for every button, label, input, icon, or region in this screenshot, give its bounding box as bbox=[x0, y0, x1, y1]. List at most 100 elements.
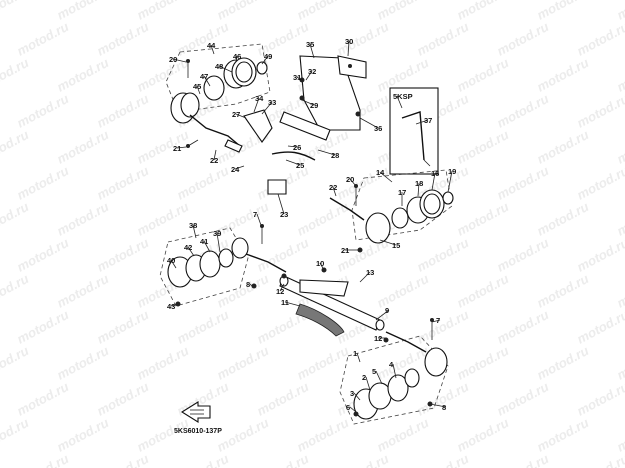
5ksp-variant-inset bbox=[389, 87, 439, 175]
forward-arrow-icon bbox=[180, 401, 211, 423]
callout-label: 20 bbox=[346, 175, 354, 184]
callout-label: 5KSP bbox=[393, 92, 413, 101]
front-left-flasher-assembly bbox=[165, 43, 271, 153]
watermark-text: motod.ru bbox=[534, 199, 591, 239]
watermark-text: motod.ru bbox=[614, 415, 625, 455]
leader-line bbox=[417, 182, 420, 197]
watermark-text: motod.ru bbox=[214, 343, 271, 383]
leader-line bbox=[309, 43, 315, 59]
watermark-text: motod.ru bbox=[294, 415, 351, 455]
watermark-text: motod.ru bbox=[534, 55, 591, 95]
watermark-text: motod.ru bbox=[454, 127, 511, 167]
leader-line bbox=[375, 309, 390, 321]
leader-line bbox=[284, 301, 301, 307]
leader-line bbox=[176, 146, 187, 149]
callout-label: 2 bbox=[362, 373, 366, 382]
callout-label: 48 bbox=[215, 62, 223, 71]
leader-line bbox=[431, 172, 436, 191]
callout-label: 16 bbox=[431, 169, 439, 178]
watermark-text: motod.ru bbox=[614, 55, 625, 95]
rear-right-flasher-assembly bbox=[339, 331, 449, 425]
leader-line bbox=[287, 145, 298, 148]
watermark-text: motod.ru bbox=[14, 235, 71, 275]
watermark-text: motod.ru bbox=[574, 235, 625, 275]
watermark-text: motod.ru bbox=[574, 451, 625, 468]
leader-line bbox=[359, 271, 371, 283]
watermark-text: motod.ru bbox=[534, 271, 591, 311]
leader-line bbox=[218, 65, 233, 73]
watermark-text: motod.ru bbox=[0, 55, 31, 95]
callout-label: 22 bbox=[329, 183, 337, 192]
watermark-text: motod.ru bbox=[614, 127, 625, 167]
callout-label: 11 bbox=[281, 298, 289, 307]
watermark-text: motod.ru bbox=[414, 451, 471, 468]
callout-label: 27 bbox=[232, 110, 240, 119]
watermark-text: motod.ru bbox=[614, 0, 625, 23]
front-stay-bar bbox=[279, 275, 385, 337]
leader-line bbox=[349, 406, 357, 413]
watermark-text: motod.ru bbox=[414, 19, 471, 59]
watermark-text: motod.ru bbox=[14, 307, 71, 347]
leader-line bbox=[379, 171, 393, 183]
callout-label: 26 bbox=[293, 143, 301, 152]
callout-label: 20 bbox=[169, 55, 177, 64]
leader-line bbox=[172, 58, 187, 63]
watermark-text: motod.ru bbox=[534, 343, 591, 383]
callout-label: 25 bbox=[296, 161, 304, 170]
watermark-text: motod.ru bbox=[614, 199, 625, 239]
leader-line bbox=[203, 75, 211, 87]
callout-label: 8 bbox=[442, 403, 446, 412]
leader-line bbox=[210, 44, 215, 55]
leader-line bbox=[319, 262, 325, 271]
watermark-text: motod.ru bbox=[214, 415, 271, 455]
watermark-text: motod.ru bbox=[0, 343, 31, 383]
leader-line bbox=[249, 283, 253, 287]
callout-label: 44 bbox=[207, 41, 216, 50]
leader-line bbox=[279, 283, 285, 292]
watermark-text: motod.ru bbox=[0, 271, 31, 311]
callout-label: 23 bbox=[280, 210, 288, 219]
watermark-text: motod.ru bbox=[134, 199, 191, 239]
watermark-text: motod.ru bbox=[54, 199, 111, 239]
watermark-text: motod.ru bbox=[494, 451, 551, 468]
leader-line bbox=[392, 363, 397, 379]
callout-label: 1 bbox=[353, 349, 357, 358]
callout-label: 17 bbox=[398, 188, 406, 197]
callout-label: 39 bbox=[213, 229, 221, 238]
leader-line bbox=[285, 159, 301, 166]
watermark-text: motod.ru bbox=[334, 19, 391, 59]
leader-line bbox=[447, 170, 453, 193]
callout-label: 6 bbox=[346, 403, 350, 412]
callout-label: 37 bbox=[424, 116, 432, 125]
watermark-text: motod.ru bbox=[574, 91, 625, 131]
watermark-text: motod.ru bbox=[14, 163, 71, 203]
leader-line bbox=[216, 232, 221, 253]
leader-line bbox=[379, 239, 397, 246]
watermark-text: motod.ru bbox=[0, 0, 31, 23]
leader-line bbox=[332, 186, 337, 197]
leader-lines bbox=[170, 40, 453, 413]
watermark-text: motod.ru bbox=[94, 91, 151, 131]
watermark-text: motod.ru bbox=[494, 235, 551, 275]
leader-line bbox=[431, 319, 441, 323]
watermark-text: motod.ru bbox=[214, 271, 271, 311]
callout-label: 40 bbox=[167, 256, 175, 265]
leader-line bbox=[192, 224, 197, 239]
watermark-text: motod.ru bbox=[334, 451, 391, 468]
watermark-text: motod.ru bbox=[254, 19, 311, 59]
callout-label: 3 bbox=[350, 389, 354, 398]
leader-line bbox=[349, 178, 357, 187]
callout-label: 36 bbox=[374, 124, 382, 133]
leader-line bbox=[235, 55, 238, 63]
rear-left-flasher-assembly bbox=[159, 227, 287, 307]
leader-line bbox=[296, 76, 302, 81]
callout-label: 14 bbox=[376, 168, 385, 177]
leader-line bbox=[256, 213, 263, 229]
callout-label: 46 bbox=[233, 52, 241, 61]
diagram-code: 5KS6010-137P bbox=[174, 428, 222, 435]
watermark-text: motod.ru bbox=[454, 199, 511, 239]
watermark-text: motod.ru bbox=[574, 307, 625, 347]
callout-label: 43 bbox=[167, 302, 175, 311]
callout-label: 45 bbox=[193, 82, 201, 91]
